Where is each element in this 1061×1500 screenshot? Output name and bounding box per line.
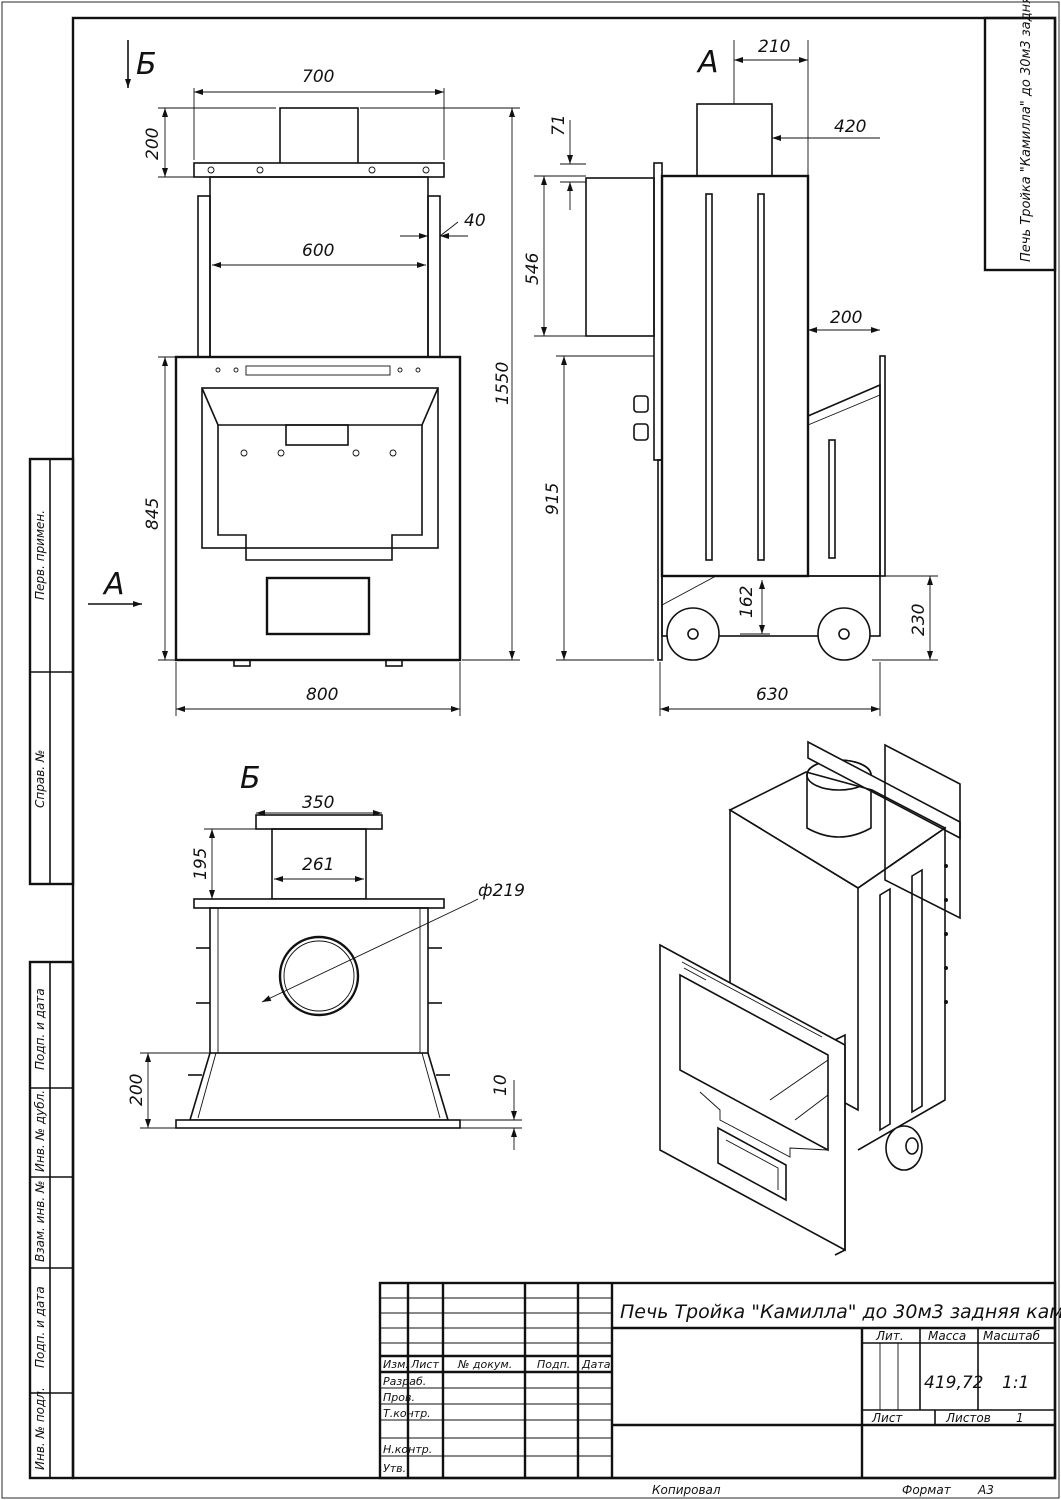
- stamp-vzam-inv: Взам. инв. №: [33, 1181, 47, 1262]
- dim-side-630: 630: [756, 685, 788, 705]
- left-stamp-column: Перв. примен. Справ. № Подп. и дата Инв.…: [28, 457, 75, 1480]
- listov-value: 1: [1016, 1411, 1024, 1425]
- dim-plan-200: 200: [127, 1074, 147, 1106]
- dim-side-546: 546: [523, 252, 543, 285]
- plan-view: Б 350 261 195 ф219: [127, 761, 525, 1150]
- lit-label: Лит.: [875, 1329, 904, 1343]
- stamp-perv-primen: Перв. примен.: [33, 510, 47, 600]
- dim-plan-10: 10: [491, 1074, 511, 1096]
- masshtab-value: 1:1: [1002, 1373, 1029, 1393]
- dim-front-700: 700: [302, 67, 334, 87]
- dim-front-800: 800: [306, 685, 338, 705]
- masshtab-label: Масштаб: [983, 1329, 1041, 1343]
- col-podp: Подп.: [537, 1358, 570, 1371]
- title-text: Печь Тройка "Камилла" до 30м3 задняя кам…: [620, 1301, 1061, 1323]
- dim-front-40: 40: [464, 211, 486, 231]
- row-razrab: Разраб.: [383, 1375, 426, 1388]
- dim-side-915: 915: [543, 483, 563, 515]
- dim-plan-d219: ф219: [478, 881, 525, 901]
- dim-side-162: 162: [737, 586, 757, 618]
- row-tkontr: Т.контр.: [383, 1407, 431, 1420]
- footer-copied: Копировал: [652, 1483, 721, 1497]
- dim-front-845: 845: [143, 498, 163, 530]
- massa-label: Масса: [928, 1329, 966, 1343]
- massa-value: 419,72: [924, 1373, 983, 1393]
- row-utv: Утв.: [383, 1462, 406, 1475]
- row-nkontr: Н.контр.: [383, 1443, 432, 1456]
- stamp-inv-podl: Инв. № подл.: [33, 1387, 47, 1470]
- dim-side-230: 230: [909, 604, 929, 636]
- stamp-podp-data-2: Подп. и дата: [33, 1286, 47, 1368]
- col-izm: Изм.: [383, 1358, 409, 1371]
- label-b-view: Б: [240, 761, 261, 796]
- dim-plan-195: 195: [191, 848, 211, 880]
- row-prov: Пров.: [383, 1391, 415, 1404]
- front-view: Б 700: [88, 40, 520, 716]
- top-right-stamp: Печь Тройка "Камилла" до 30м3 задняя кам…: [983, 0, 1057, 272]
- dim-side-420: 420: [834, 117, 866, 137]
- label-a-view: А: [696, 45, 719, 80]
- dim-side-71: 71: [549, 114, 569, 136]
- title-block: Печь Тройка "Камилла" до 30м3 задняя кам…: [378, 1281, 1061, 1480]
- stamp-inv-dubl: Инв. № дубл.: [33, 1090, 47, 1172]
- isometric-view: [659, 740, 961, 1256]
- dim-front-600: 600: [302, 241, 334, 261]
- side-view: А 210 420: [523, 37, 938, 716]
- stamp-podp-data-1: Подп. и дата: [33, 988, 47, 1070]
- footer-format-label: Формат: [902, 1483, 952, 1497]
- inner-frame: [71, 16, 1057, 1480]
- dim-front-200-chimney: 200: [143, 128, 163, 160]
- listov-label: Листов: [945, 1411, 991, 1425]
- list-label: Лист: [871, 1411, 903, 1425]
- dim-side-200: 200: [830, 308, 862, 328]
- col-data: Дата: [581, 1358, 611, 1371]
- dim-front-1550: 1550: [493, 362, 513, 405]
- dim-side-210: 210: [758, 37, 790, 57]
- col-list: Лист: [410, 1358, 439, 1371]
- top-stamp-text: Печь Тройка "Камилла" до 30м3 задняя кам…: [1019, 0, 1034, 262]
- col-doc: № докум.: [457, 1358, 512, 1371]
- footer-format-value: А3: [977, 1483, 994, 1497]
- label-b-arrow: Б: [136, 47, 157, 82]
- label-a-arrow: А: [102, 567, 125, 602]
- dim-plan-261: 261: [302, 855, 334, 875]
- dim-plan-350: 350: [302, 793, 334, 813]
- stamp-sprav-no: Справ. №: [33, 750, 47, 808]
